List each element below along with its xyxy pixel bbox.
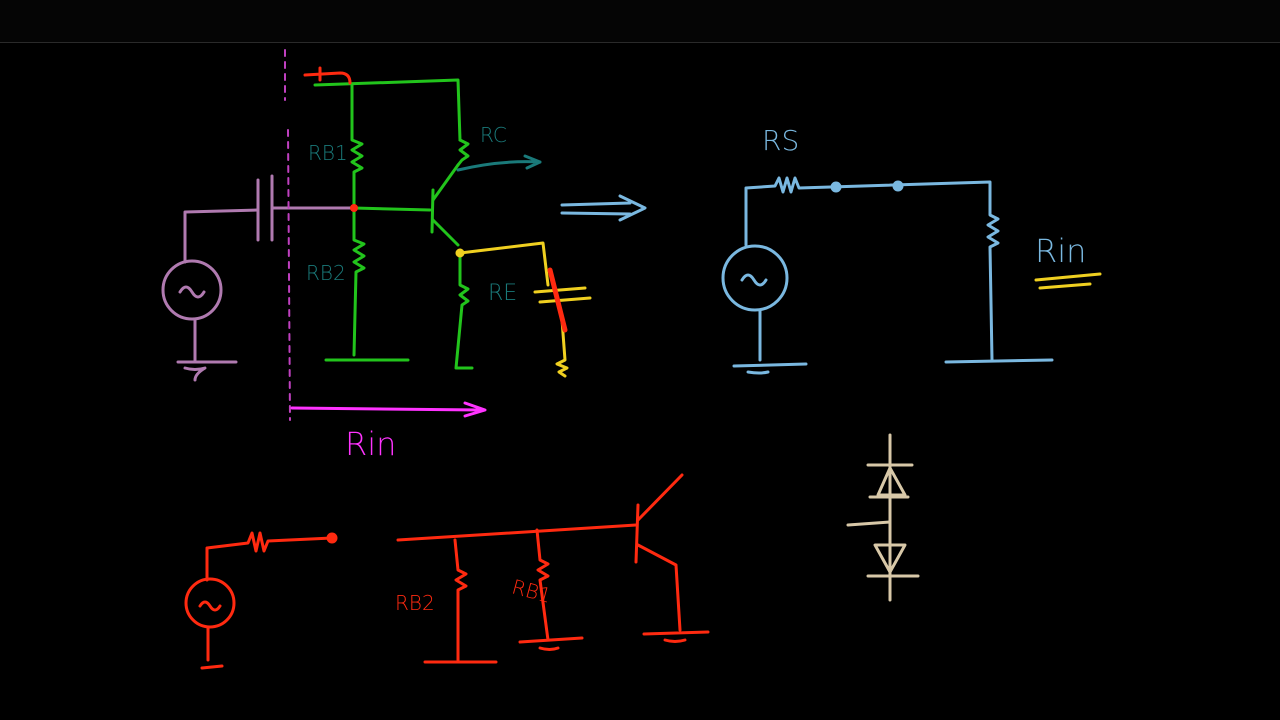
label-rin-left: Rin: [345, 425, 396, 463]
label-rb1-bottom: RB1: [509, 574, 554, 607]
supply-symbol: [303, 66, 352, 85]
equivalent-circuit: [721, 176, 1054, 375]
ac-source-left: [161, 174, 354, 382]
label-rc: RC: [480, 123, 507, 147]
bjt-amplifier-circuit: [313, 78, 474, 370]
label-rs: RS: [762, 124, 799, 157]
label-rb1-top: RB1: [308, 141, 348, 165]
implies-arrow: [560, 194, 647, 222]
bypass-strike: [547, 267, 568, 333]
redrawn-circuit: [184, 473, 710, 670]
collector-output-arrow: [456, 154, 542, 172]
rin-underline: [1034, 272, 1102, 290]
label-rb2-top: RB2: [306, 261, 346, 285]
rin-arrow: [290, 401, 487, 418]
base-node: [350, 204, 358, 212]
diode-pair: [846, 433, 920, 602]
label-rb2-bottom: RB2: [395, 591, 435, 615]
label-rin-right: Rin: [1035, 232, 1086, 270]
dashed-divider: [284, 49, 291, 421]
video-top-bar: [0, 0, 1280, 43]
emitter-bypass-capacitor: [455, 241, 592, 378]
label-re: RE: [488, 281, 517, 306]
